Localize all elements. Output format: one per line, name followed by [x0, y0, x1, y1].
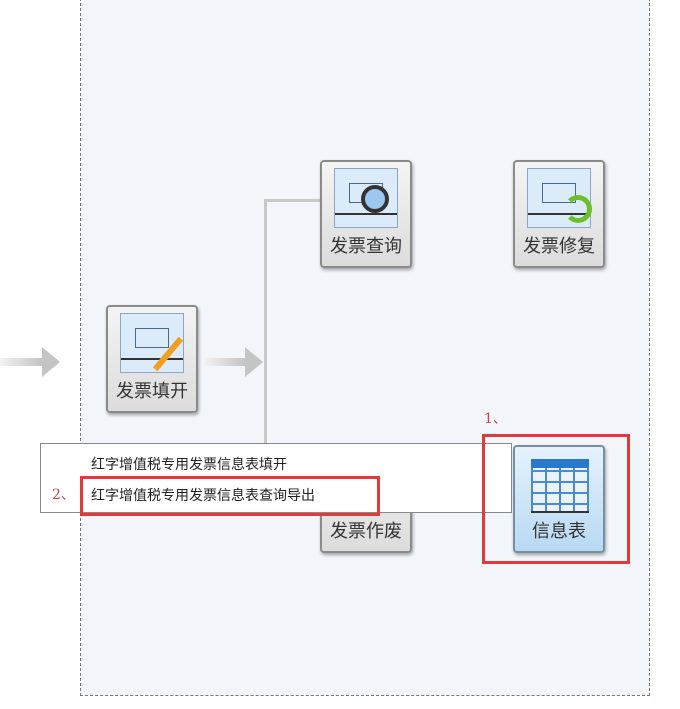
- refresh-invoice-icon: [527, 168, 592, 228]
- menu-item-info-fill[interactable]: 红字增值税专用发票信息表填开: [91, 457, 287, 473]
- step1-label: 1、: [484, 411, 507, 427]
- arrow-icon: [205, 347, 263, 377]
- tile-label: 信息表: [532, 521, 586, 542]
- connector-line: [264, 199, 320, 202]
- tile-label: 发票查询: [330, 236, 402, 257]
- invoice-repair-button[interactable]: 发票修复: [513, 160, 605, 268]
- tile-label: 发票填开: [116, 381, 188, 402]
- pencil-invoice-icon: [120, 313, 184, 373]
- info-table-button[interactable]: 信息表: [513, 445, 605, 553]
- context-menu: 红字增值税专用发票信息表填开 红字增值税专用发票信息表查询导出: [40, 443, 512, 513]
- arrow-icon: [0, 347, 60, 377]
- tile-label: 发票修复: [523, 236, 595, 257]
- connector-line: [264, 200, 267, 445]
- invoice-query-button[interactable]: 发票查询: [320, 160, 412, 268]
- highlight-box-step2: [80, 476, 380, 516]
- table-icon: [531, 459, 589, 513]
- step2-label: 2、: [52, 487, 75, 503]
- magnifier-invoice-icon: [334, 168, 398, 228]
- menu-item-info-query-export[interactable]: 红字增值税专用发票信息表查询导出: [91, 488, 315, 504]
- tile-label: 发票作废: [330, 521, 402, 542]
- invoice-fill-button[interactable]: 发票填开: [106, 305, 198, 413]
- highlight-box-step1: [482, 434, 630, 564]
